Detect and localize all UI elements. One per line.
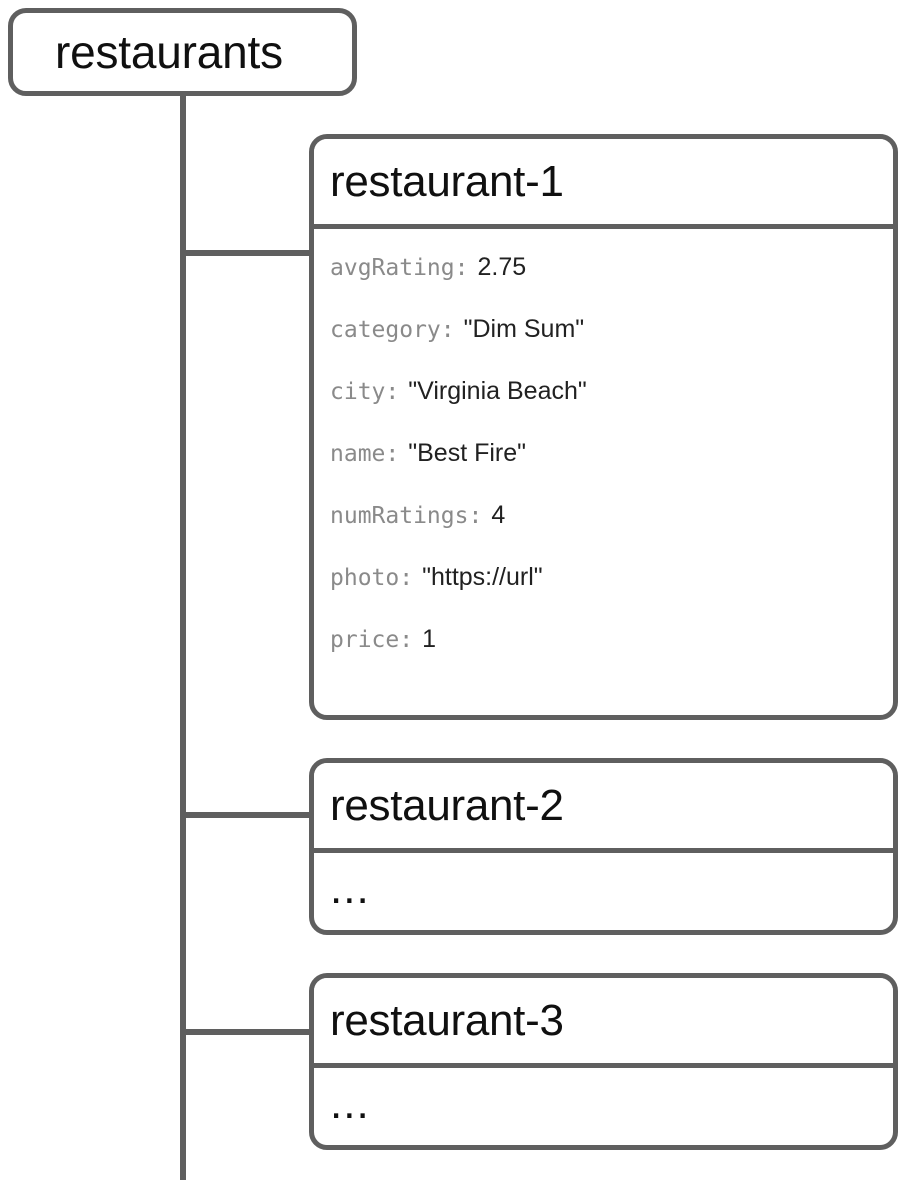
document-card-header: restaurant-3 xyxy=(314,978,893,1068)
field-key: numRatings: xyxy=(330,503,483,529)
document-field-row: photo: "https://url" xyxy=(330,565,893,627)
document-field-row: city: "Virginia Beach" xyxy=(330,379,893,441)
field-value: "Best Fire" xyxy=(408,439,527,467)
field-value: "Virginia Beach" xyxy=(408,377,587,405)
document-field-list: avgRating: 2.75 category: "Dim Sum" city… xyxy=(314,229,893,689)
field-key: price: xyxy=(330,627,414,653)
field-value: "https://url" xyxy=(422,563,543,591)
field-key: city: xyxy=(330,379,400,405)
document-card-restaurant-1[interactable]: restaurant-1 avgRating: 2.75 category: "… xyxy=(309,134,898,720)
document-id-label: restaurant-3 xyxy=(330,995,564,1045)
field-key: category: xyxy=(330,317,455,343)
document-field-row: price: 1 xyxy=(330,627,893,689)
document-field-row: category: "Dim Sum" xyxy=(330,317,893,379)
document-card-restaurant-2[interactable]: restaurant-2 ... xyxy=(309,758,898,935)
document-field-row: numRatings: 4 xyxy=(330,503,893,565)
branch-connector-line-restaurant-3 xyxy=(180,1029,310,1035)
field-value: 2.75 xyxy=(477,253,527,281)
document-card-header: restaurant-1 xyxy=(314,139,893,229)
field-key: photo: xyxy=(330,565,414,591)
document-field-list: ... xyxy=(314,1068,893,1126)
document-id-label: restaurant-2 xyxy=(330,780,564,830)
field-key: name: xyxy=(330,441,400,467)
collection-node-label: restaurants xyxy=(55,26,283,78)
collection-node-restaurants[interactable]: restaurants xyxy=(8,8,357,96)
document-field-row: name: "Best Fire" xyxy=(330,441,893,503)
document-card-header: restaurant-2 xyxy=(314,763,893,853)
ellipsis-placeholder: ... xyxy=(330,1079,370,1128)
document-card-restaurant-3[interactable]: restaurant-3 ... xyxy=(309,973,898,1150)
branch-connector-line-restaurant-1 xyxy=(180,250,310,256)
document-field-list: ... xyxy=(314,853,893,911)
field-value: 4 xyxy=(491,501,506,529)
ellipsis-placeholder: ... xyxy=(330,864,370,913)
field-value: 1 xyxy=(422,625,436,653)
field-key: avgRating: xyxy=(330,255,469,281)
branch-connector-line-restaurant-2 xyxy=(180,812,310,818)
document-field-row: avgRating: 2.75 xyxy=(330,255,893,317)
trunk-connector-line xyxy=(180,96,186,1180)
field-value: "Dim Sum" xyxy=(463,315,585,343)
document-id-label: restaurant-1 xyxy=(330,156,564,206)
